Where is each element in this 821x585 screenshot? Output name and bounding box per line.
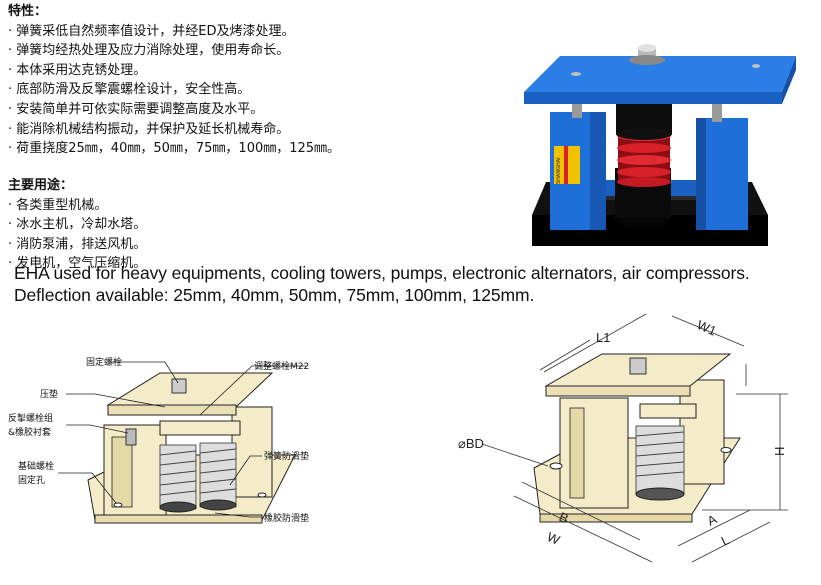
top-plate-front [524,92,782,104]
product-label-stripe [564,146,568,184]
label-pressure-pad: 压垫 [40,388,58,400]
left-housing-side [590,112,606,230]
label-rubber-sleeve: &橡胶衬套 [8,426,51,438]
diagram-spring-right [199,442,237,511]
label-base-bolt: 基础螺栓 [18,460,54,472]
labeled-cutaway-diagram: 固定螺栓 压垫 反掣螺栓组 &橡胶衬套 基础螺栓 固定孔 调整螺栓M22 弹簧防… [8,356,309,524]
feature-item: · 弹簧采低自然频率值设计，并经ED及烤漆处理。 [8,23,295,39]
product-label-text: SHANGHAI [556,157,562,184]
dim-base-hole [549,462,563,470]
dim-right-housing [679,379,725,485]
label-fixing-hole: 固定孔 [18,474,45,486]
feature-item: · 能消除机械结构振动，并保护及延长机械寿命。 [8,121,290,137]
top-plate [524,56,796,92]
diagram-right-housing [231,406,273,498]
feature-item: · 底部防滑及反擎震螺栓设计，安全性高。 [8,82,251,98]
diagram-top-bolt [171,378,187,394]
features-block: 特性： · 弹簧采低自然频率值设计，并经ED及烤漆处理。 · 弹簧均经热处理及应… [8,2,340,159]
english-line-1: EHA used for heavy equipments, cooling t… [14,263,750,283]
use-item: · 各类重型机械。 [8,197,108,213]
label-rubber-pad: 橡胶防滑垫 [264,512,309,524]
dim-label-l: L [719,532,732,549]
use-item: · 发电机，空气压缩机。 [8,256,147,272]
dim-top-bolt [629,357,647,375]
diagram-spring-left [159,444,197,513]
feature-item: · 本体采用达克锈处理。 [8,62,147,78]
label-spring-pad: 弹簧防滑垫 [264,450,309,462]
dim-label-bd: ⌀BD [458,436,484,451]
right-housing [700,118,748,230]
english-description: EHA used for heavy equipments, cooling t… [14,262,750,306]
top-washer [629,55,665,65]
dim-label-h: H [772,447,787,456]
label-adjust-bolt: 调整螺栓M22 [254,360,309,372]
use-item: · 消防泵浦，排送风机。 [8,236,147,252]
product-photo: SHANGHAI [524,44,796,246]
dim-label-w1: W1 [695,317,719,339]
label-anti-bolt: 反掣螺栓组 [8,412,53,424]
dim-spring [635,425,685,501]
uses-title: 主要用途： [8,178,74,193]
dim-label-w: W [545,529,563,548]
feature-item: · 弹簧均经热处理及应力消除处理，使用寿命长。 [8,43,290,59]
feature-item: · 荷重挠度25㎜，40㎜，50㎜，75㎜，100㎜，125㎜。 [8,141,341,157]
diagram-anti-bolt [125,428,137,446]
right-housing-side [696,118,706,230]
dim-label-l1: L1 [596,330,610,345]
feature-item: · 安装简单并可依实际需要调整高度及水平。 [8,101,264,117]
diagram-pressure-plate [159,420,241,436]
features-title: 特性： [8,4,48,19]
diagram-top-plate [106,372,274,408]
right-threaded-rod [712,90,722,122]
uses-block: 主要用途： · 各类重型机械。 · 冰水主机，冷却水塔。 · 消防泵浦，排送风机… [8,176,146,274]
label-fixing-bolt: 固定螺栓 [86,356,122,368]
english-line-2: Deflection available: 25mm, 40mm, 50mm, … [14,285,535,305]
use-item: · 冰水主机，冷却水塔。 [8,217,147,233]
dimension-diagram: L1 W1 ⌀BD H B W A L [458,313,788,563]
